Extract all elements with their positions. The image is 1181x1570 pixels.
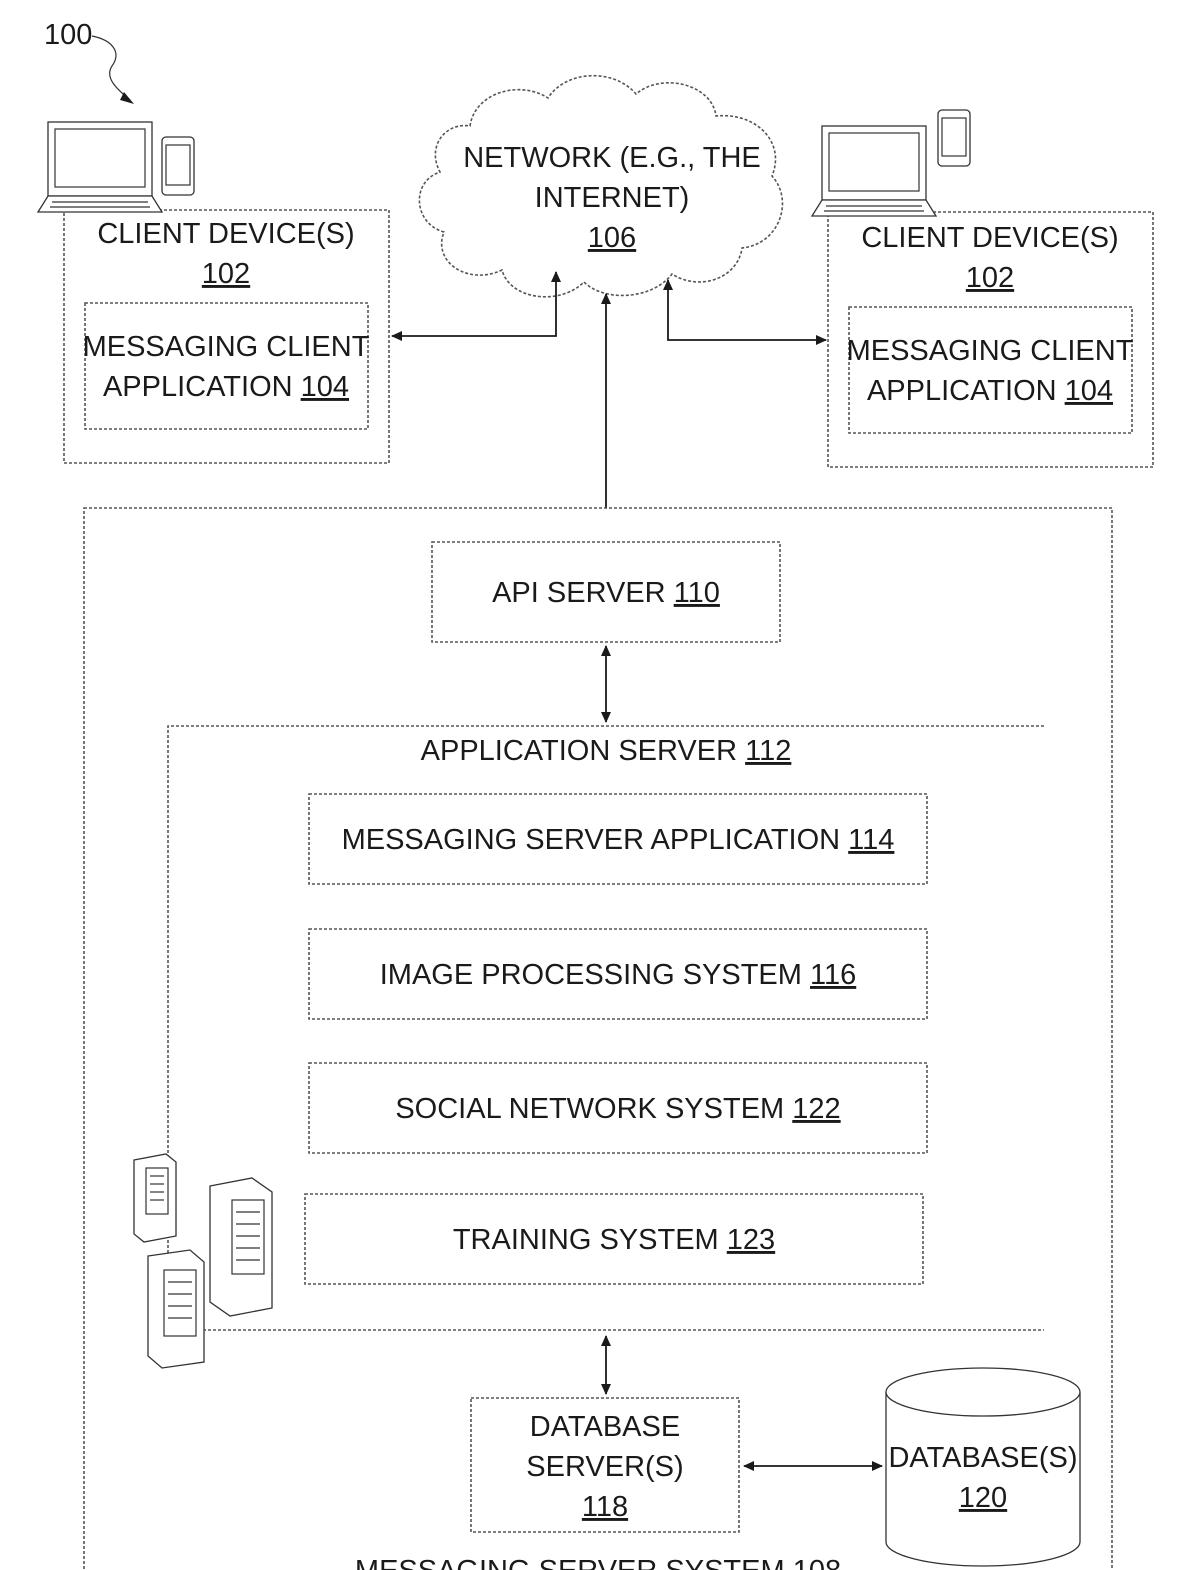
module-label-2: IMAGE PROCESSING SYSTEM 116 bbox=[380, 959, 856, 991]
network-client-right-connector bbox=[668, 280, 826, 340]
database-cylinder: DATABASE(S) 120 bbox=[886, 1368, 1080, 1566]
phone-icon bbox=[162, 137, 194, 195]
client-left-ref: 102 bbox=[202, 258, 250, 290]
server-rack-icon bbox=[134, 1154, 176, 1242]
messaging-client-app-left bbox=[85, 303, 368, 429]
client-left-app-line2: APPLICATION 104 bbox=[103, 371, 349, 403]
figure-ref-leader bbox=[92, 36, 130, 100]
database-ref: 120 bbox=[959, 1482, 1007, 1514]
network-cloud: NETWORK (E.G., THE INTERNET) 106 bbox=[419, 76, 782, 297]
client-right-ref: 102 bbox=[966, 262, 1014, 294]
messaging-server-system-label: MESSAGING SERVER SYSTEM 108 bbox=[355, 1555, 841, 1570]
laptop-icon bbox=[812, 126, 936, 216]
database-label: DATABASE(S) bbox=[888, 1442, 1077, 1474]
client-left-title: CLIENT DEVICE(S) bbox=[97, 218, 354, 250]
database-server-line1: DATABASE bbox=[530, 1411, 680, 1443]
messaging-client-app-right bbox=[849, 307, 1132, 433]
laptop-icon bbox=[38, 122, 162, 212]
client-right-app-line2: APPLICATION 104 bbox=[867, 375, 1113, 407]
module-label-4: TRAINING SYSTEM 123 bbox=[453, 1224, 775, 1256]
phone-icon bbox=[938, 110, 970, 166]
client-device-right: CLIENT DEVICE(S) 102 MESSAGING CLIENT AP… bbox=[812, 110, 1153, 467]
network-label-line2: INTERNET) bbox=[535, 182, 690, 214]
database-server-line2: SERVER(S) bbox=[526, 1451, 683, 1483]
module-label-3: SOCIAL NETWORK SYSTEM 122 bbox=[395, 1093, 840, 1125]
client-right-title: CLIENT DEVICE(S) bbox=[861, 222, 1118, 254]
client-left-app-line1: MESSAGING CLIENT bbox=[83, 331, 370, 363]
network-ref: 106 bbox=[588, 222, 636, 254]
server-rack-icon bbox=[210, 1178, 272, 1316]
application-server-label: APPLICATION SERVER 112 bbox=[421, 735, 792, 767]
figure-ref: 100 bbox=[44, 19, 92, 51]
module-label-1: MESSAGING SERVER APPLICATION 114 bbox=[342, 824, 895, 856]
api-server-label: API SERVER 110 bbox=[492, 577, 720, 609]
client-right-app-line1: MESSAGING CLIENT bbox=[847, 335, 1134, 367]
client-device-left: CLIENT DEVICE(S) 102 MESSAGING CLIENT AP… bbox=[38, 122, 389, 463]
network-label-line1: NETWORK (E.G., THE bbox=[463, 142, 761, 174]
database-server-ref: 118 bbox=[582, 1491, 628, 1523]
server-rack-icon bbox=[148, 1250, 204, 1368]
